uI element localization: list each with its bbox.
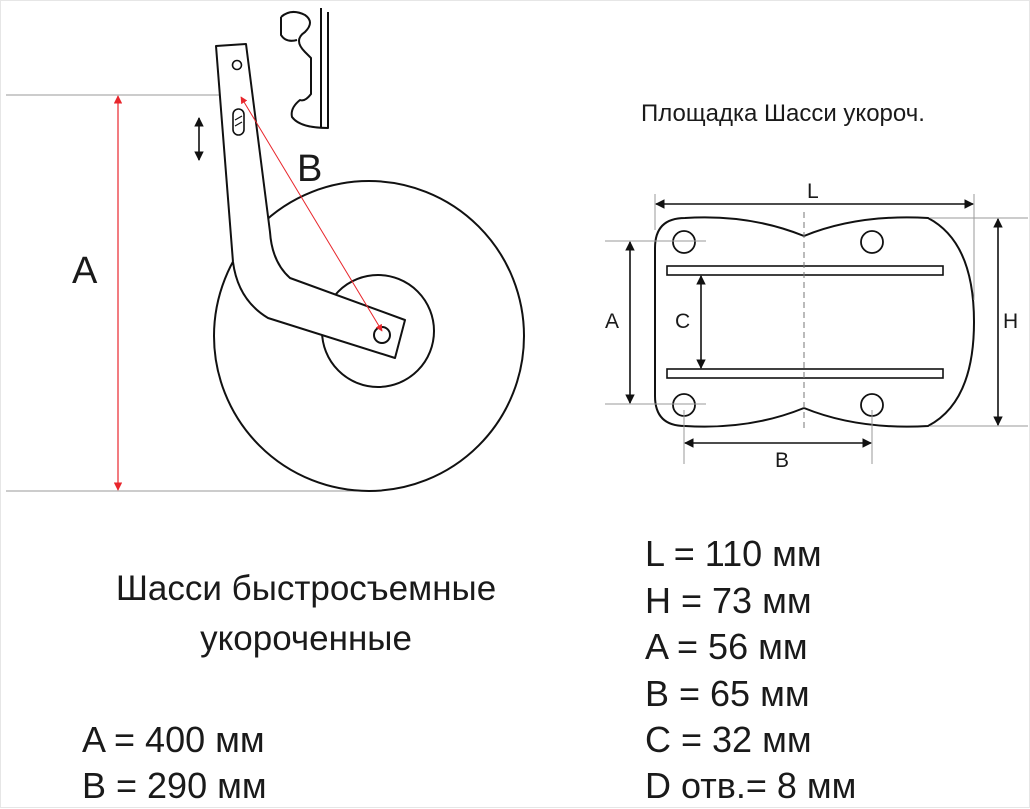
wheel-dimension-b: B = 290 мм	[82, 765, 267, 806]
plate-dimension-l: L = 110 мм	[645, 533, 822, 574]
plate-label-h: H	[1003, 310, 1019, 333]
plate-rail-bottom	[666, 368, 944, 379]
plate-label-b: B	[775, 449, 790, 472]
plate-label-a: A	[605, 310, 620, 333]
plate-hole-top-left	[672, 230, 696, 254]
dimension-b-arrow	[240, 96, 383, 332]
axle-hole	[373, 326, 391, 344]
plate-label-l: L	[807, 180, 819, 203]
wheel-assembly	[6, 8, 525, 492]
plate-title: Площадка Шасси укороч.	[641, 100, 925, 127]
plate-dimension-b: B = 65 мм	[645, 673, 810, 714]
wheel-label-a: A	[72, 250, 98, 292]
plate-assembly	[605, 194, 1028, 464]
wheel-title: Шасси быстросъемные укороченные	[115, 569, 497, 658]
plate-dimension-h: H = 73 мм	[645, 580, 812, 621]
wheel-dimension-a: A = 400 мм	[82, 719, 265, 760]
plate-dimension-d: D отв.= 8 мм	[645, 765, 857, 806]
wheel-label-b: B	[297, 148, 323, 190]
plate-dimension-c: C = 32 мм	[645, 719, 812, 760]
plate-guide-lines	[605, 194, 1028, 464]
bracket-hole	[231, 59, 243, 71]
plate-label-c: C	[675, 310, 691, 333]
plate-hole-top-right	[860, 230, 884, 254]
plate-rail-top	[666, 265, 944, 276]
bracket-slot	[232, 108, 245, 136]
plate-dimension-a: A = 56 мм	[645, 626, 808, 667]
plate-outline	[654, 216, 976, 428]
